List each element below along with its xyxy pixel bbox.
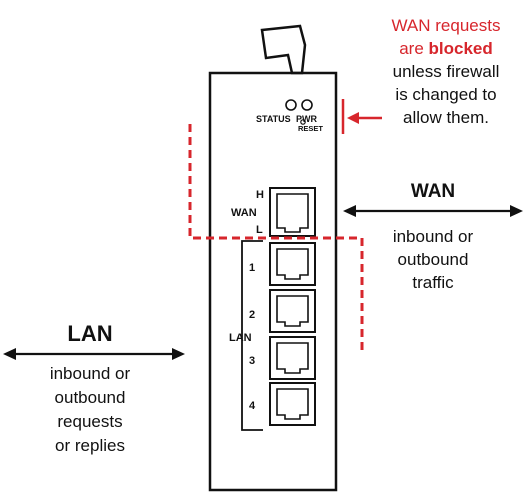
lan-port-number-3: 3 [249, 355, 255, 367]
lan-port-3 [269, 336, 316, 380]
lan-ports [269, 242, 316, 426]
reset-button[interactable] [300, 119, 306, 125]
pwr-label: PWR [296, 114, 317, 124]
device-housing [208, 71, 338, 492]
note-line-2: are blocked [372, 37, 520, 60]
lan-side-line-4: or replies [55, 436, 125, 455]
firewall-note: WAN requests are blocked unless firewall… [372, 14, 520, 129]
lan-group-label: LAN [229, 332, 252, 344]
lan-side-line-2: outbound [54, 388, 126, 407]
lan-port-number-1: 1 [249, 262, 255, 274]
status-label: STATUS [256, 114, 291, 124]
lan-bracket [241, 240, 263, 431]
lan-port-number-2: 2 [249, 309, 255, 321]
note-blocked-word: blocked [428, 39, 493, 58]
blocked-arrow [341, 99, 382, 134]
lan-side-line-3: requests [57, 412, 123, 431]
wan-traffic-arrow [343, 205, 523, 217]
note-line-3: unless firewall [392, 62, 500, 81]
note-line-5: allow them. [403, 108, 489, 127]
wan-side-title: WAN [410, 181, 456, 202]
wan-side-line-2: outbound [397, 250, 469, 269]
wan-port-label: WAN [231, 207, 257, 219]
firewall-boundary [188, 124, 364, 350]
note-line-4: is changed to [395, 85, 497, 104]
reset-label: RESET [298, 124, 323, 133]
wan-port [269, 187, 316, 237]
status-led [285, 99, 297, 111]
lan-port-2 [269, 289, 316, 333]
wan-low-label: L [256, 224, 263, 236]
note-line-1: WAN requests [391, 16, 501, 35]
lan-side-line-1: inbound or [49, 364, 131, 383]
wan-side-line-1: inbound or [392, 227, 474, 246]
lan-side-title: LAN [67, 321, 113, 346]
wan-side-line-3: traffic [412, 273, 454, 292]
lan-traffic-arrow [3, 348, 185, 360]
lan-port-number-4: 4 [249, 400, 256, 412]
lan-side-caption: LAN inbound or outbound requests or repl… [25, 322, 155, 458]
wan-high-label: H [256, 189, 264, 201]
note-line-2-prefix: are [399, 39, 429, 58]
pwr-led [301, 99, 313, 111]
lan-port-1 [269, 242, 316, 286]
wan-side-caption: WAN inbound or outbound traffic [368, 180, 498, 294]
mounting-clip [260, 24, 307, 75]
lan-port-4 [269, 382, 316, 426]
